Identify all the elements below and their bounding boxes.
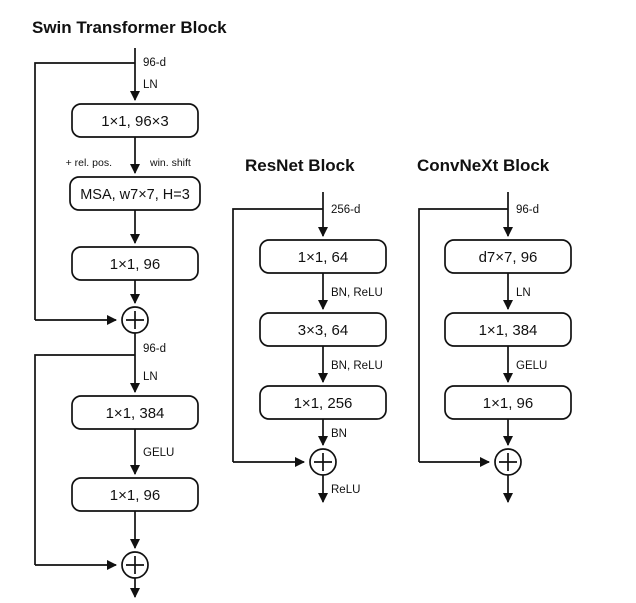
swin-input-dim-label: 96-d (143, 57, 166, 69)
plus-glyph-icon (126, 311, 144, 329)
resnet-input-dim-label: 256-d (331, 204, 360, 216)
convnext-skip-path (418, 208, 508, 462)
resnet-edge-label-bn-relu-2: BN, ReLU (331, 360, 383, 372)
swin-block-mlp-expand-label: 1×1, 384 (106, 405, 165, 422)
swin-block-mlp-project-label: 1×1, 96 (110, 487, 160, 504)
plus-glyph-icon (499, 453, 517, 471)
convnext-block-conv1x1-project-label: 1×1, 96 (483, 395, 533, 412)
swin-skip-path-2 (34, 354, 135, 565)
column-resnet: ResNet Block 256-d 1×1, 64 BN, ReLU 3×3,… (232, 156, 387, 504)
convnext-edge-label-ln: LN (516, 287, 531, 299)
convnext-residual-sum (494, 448, 522, 476)
resnet-block-conv1x1-expand-label: 1×1, 256 (294, 395, 353, 412)
swin-skip-path-1 (34, 62, 135, 320)
swin-residual-sum-2 (121, 551, 149, 579)
resnet-output-edge-label: ReLU (331, 484, 360, 496)
swin-edge-label-ln-1: LN (143, 79, 158, 91)
convnext-column-title: ConvNeXt Block (417, 156, 550, 175)
swin-edge-label-gelu: GELU (143, 447, 174, 459)
convnext-block-depthwise-conv-label: d7×7, 96 (479, 249, 538, 266)
swin-block-out-proj-label: 1×1, 96 (110, 256, 160, 273)
swin-residual-sum-1 (121, 306, 149, 334)
convnext-block-conv1x1-expand-label: 1×1, 384 (479, 322, 538, 339)
swin-column-title: Swin Transformer Block (32, 18, 227, 37)
swin-block-qkv-proj-label: 1×1, 96×3 (101, 113, 169, 130)
resnet-block-conv1x1-reduce-label: 1×1, 64 (298, 249, 348, 266)
resnet-residual-sum (309, 448, 337, 476)
swin-block-msa-label: MSA, w7×7, H=3 (80, 187, 190, 203)
swin-edge-label-ln-2: LN (143, 371, 158, 383)
plus-glyph-icon (126, 556, 144, 574)
plus-glyph-icon (314, 453, 332, 471)
convnext-edge-label-gelu: GELU (516, 360, 547, 372)
resnet-edge-label-bn-relu-1: BN, ReLU (331, 287, 383, 299)
swin-msa-right-note: win. shift (149, 157, 191, 169)
swin-msa-left-note: + rel. pos. (66, 157, 112, 169)
column-swin-transformer: Swin Transformer Block 96-d LN 1×1, 96×3… (32, 18, 227, 599)
convnext-input-dim-label: 96-d (516, 204, 539, 216)
resnet-block-conv3x3-label: 3×3, 64 (298, 322, 348, 339)
column-convnext: ConvNeXt Block 96-d d7×7, 96 LN 1×1, 384… (417, 156, 572, 504)
resnet-edge-label-bn: BN (331, 428, 347, 440)
swin-mid-dim-label: 96-d (143, 343, 166, 355)
resnet-column-title: ResNet Block (245, 156, 355, 175)
resnet-skip-path (232, 208, 323, 462)
